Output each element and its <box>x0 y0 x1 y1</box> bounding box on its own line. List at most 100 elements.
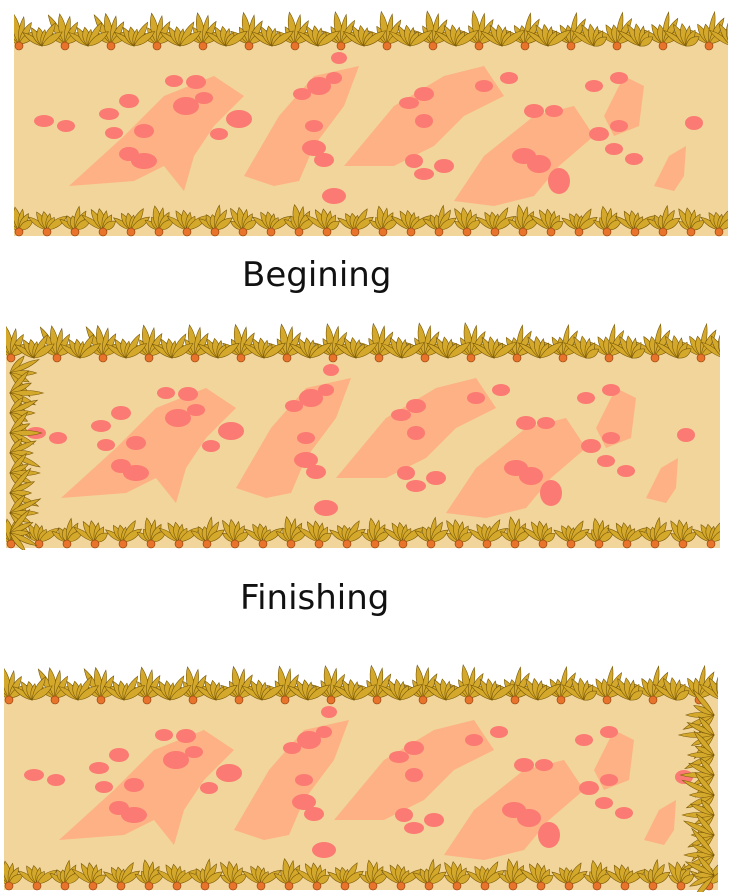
flower <box>340 881 350 891</box>
leaf-blade <box>583 690 597 701</box>
flower <box>676 881 686 891</box>
flower <box>60 41 70 51</box>
leaf-blade <box>401 342 425 359</box>
coral-shape <box>236 378 351 498</box>
coral-spot <box>685 116 703 130</box>
leaf-blade <box>719 23 728 44</box>
leaf-blade <box>593 36 607 47</box>
coral-spot <box>391 409 411 421</box>
leaf-blade <box>540 875 554 885</box>
coral-spot <box>581 439 601 453</box>
flower <box>152 41 162 51</box>
flower <box>512 353 522 363</box>
flower <box>604 353 614 363</box>
coral-spot <box>297 432 315 444</box>
flower <box>182 227 192 237</box>
coral-spot <box>589 127 609 141</box>
flower <box>6 353 16 363</box>
leaf-blade <box>41 31 63 47</box>
flower <box>190 353 200 363</box>
leaf-blade <box>206 529 225 543</box>
leaf-blade <box>123 685 146 701</box>
coral-spot <box>121 807 147 823</box>
coral-spot <box>165 75 183 87</box>
flower <box>474 41 484 51</box>
coral-shape <box>69 76 244 191</box>
flower <box>326 695 336 705</box>
leaf-blade <box>217 342 240 359</box>
flower <box>374 353 384 363</box>
leaf-blade <box>204 871 223 885</box>
flower <box>88 881 98 891</box>
coral-spot <box>186 75 206 89</box>
coral-spot <box>414 87 434 101</box>
leaf-blade <box>409 30 433 47</box>
flower <box>418 695 428 705</box>
coral-spot <box>397 466 415 480</box>
flower <box>714 227 724 237</box>
flower <box>32 881 42 891</box>
coral-spot <box>134 124 154 138</box>
coral-spot <box>155 729 173 741</box>
leaf-blade <box>31 685 53 701</box>
tile-panel-top <box>14 10 728 237</box>
leaf-blade <box>455 30 479 47</box>
coral-shape <box>244 66 359 186</box>
flower <box>236 353 246 363</box>
flower <box>602 695 612 705</box>
flower <box>200 881 210 891</box>
leaf-blade <box>692 689 715 716</box>
coral-spot <box>519 467 543 485</box>
coral-spot <box>615 807 633 819</box>
coral-spot <box>610 120 628 132</box>
leaf-blade <box>491 683 516 701</box>
flower <box>14 41 24 51</box>
caption-beginning: Begining <box>242 255 392 295</box>
flower <box>396 881 406 891</box>
coral-spot <box>625 153 643 165</box>
leaf-blade <box>675 690 690 701</box>
coral-spot <box>321 706 337 718</box>
flower <box>630 227 640 237</box>
coral-spot <box>467 392 485 404</box>
flower <box>452 881 462 891</box>
coral-spot <box>47 774 65 786</box>
leaf-blade <box>179 31 202 47</box>
leaf-blade <box>87 31 109 47</box>
flower <box>210 227 220 237</box>
flower <box>70 227 80 237</box>
leaf-blade <box>715 676 718 695</box>
leaf-blade <box>539 341 564 359</box>
flower <box>52 353 62 363</box>
leaf-blade <box>271 30 294 47</box>
coral-spot <box>195 92 213 104</box>
coral-spot <box>157 387 175 399</box>
flower <box>650 539 660 549</box>
coral-spot <box>124 778 144 792</box>
flower <box>538 539 548 549</box>
coral-spot <box>389 751 409 763</box>
leaf-blade <box>317 30 341 47</box>
flower <box>678 539 688 549</box>
leaf-blade <box>709 677 718 698</box>
leaf-blade <box>447 342 471 359</box>
coral-spot <box>595 797 613 809</box>
bottom-leaf-border <box>14 204 728 237</box>
coral-shape <box>594 730 634 790</box>
coral-spot <box>314 500 338 516</box>
leaf-blade <box>710 531 720 543</box>
flower <box>350 227 360 237</box>
coral-pattern <box>26 364 695 518</box>
coral-spot <box>49 432 67 444</box>
coral-spot <box>89 762 109 774</box>
coral-spot <box>415 114 433 128</box>
flower <box>658 41 668 51</box>
coral-spot <box>314 153 334 167</box>
leaf-blade <box>699 757 715 776</box>
tile-panel-middle <box>6 322 720 550</box>
coral-spot <box>545 105 563 117</box>
flower <box>314 539 324 549</box>
leaf-blade <box>307 684 331 701</box>
coral-pattern <box>34 52 703 206</box>
flower <box>62 539 72 549</box>
